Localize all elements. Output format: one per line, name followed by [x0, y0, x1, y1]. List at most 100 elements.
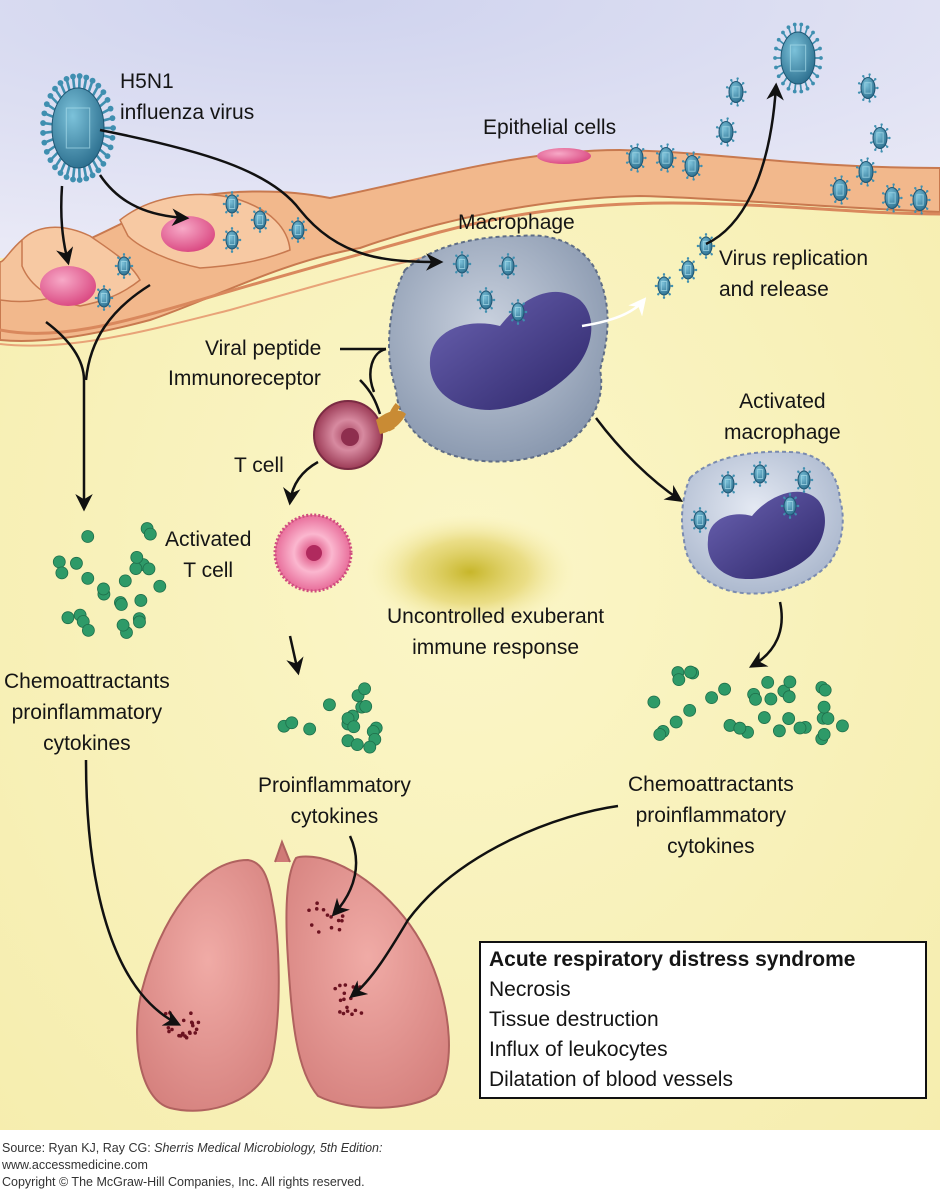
lesion-dot	[340, 918, 344, 923]
cytokine-dot	[153, 579, 167, 593]
activated-macrophage-label-line: macrophage	[724, 421, 841, 444]
cytokine-dot	[761, 675, 775, 689]
chemoattractants-right-label-line: Chemoattractants	[628, 773, 794, 796]
cytokine-dot	[363, 740, 377, 754]
cytokine-dot	[793, 721, 807, 735]
viral-peptide-label: Viral peptide	[205, 337, 322, 360]
virus-particle	[222, 227, 242, 253]
uncontrolled-response-label: Uncontrolled exuberant immune response	[387, 601, 604, 663]
lesion-dot	[333, 986, 337, 991]
epithelial-nucleus	[161, 216, 215, 252]
viral-peptide-leader	[369, 347, 387, 393]
cytokine-dot	[350, 738, 364, 752]
chemoattractants-left-label-line: cytokines	[43, 732, 131, 755]
virus-particle	[696, 233, 716, 259]
virus-particle	[690, 507, 710, 533]
lesion-dot	[342, 997, 346, 1002]
lesion-dot	[350, 1012, 354, 1017]
cytokine-dot	[764, 692, 778, 706]
replication-label-line: and release	[719, 278, 829, 301]
virus-to-epithelium-arrow	[98, 174, 190, 226]
virus-particle	[40, 73, 116, 183]
virus-particle	[625, 143, 647, 173]
lesion-dot	[353, 1008, 358, 1013]
cytokine-dot	[116, 618, 130, 632]
cytokine-dot	[669, 715, 683, 729]
cytokine-dot	[55, 566, 69, 580]
lesion-dot	[194, 1027, 199, 1032]
chemoattractants-right-label-line: cytokines	[667, 835, 755, 858]
virus-particle	[452, 251, 472, 277]
proinflammatory-center-label-line: cytokines	[290, 805, 379, 828]
lesion-dot	[340, 914, 345, 918]
cytokine-dot	[817, 700, 831, 714]
cytokine-dot	[142, 562, 156, 576]
t-cell-label: T cell	[234, 454, 284, 477]
lesion-dot	[321, 907, 326, 912]
cytokine-layer	[52, 522, 849, 754]
virus-particle	[773, 22, 823, 94]
ards-box: Acute respiratory distress syndrome Necr…	[479, 941, 927, 1099]
lesion-dot	[315, 901, 319, 906]
lesion-dot	[309, 923, 314, 927]
cytokine-dot	[782, 712, 796, 725]
cytokine-dot	[653, 728, 667, 741]
macrophage-release-arrow	[581, 297, 647, 328]
lesion-dot	[336, 918, 341, 923]
virus-particle	[288, 217, 308, 243]
lesion-dot	[170, 1027, 174, 1032]
lesion-dot	[359, 1011, 364, 1015]
virus-particle	[498, 253, 518, 279]
lesion-dot	[349, 996, 353, 1001]
cytokine-dot	[647, 695, 661, 709]
source-url: www.accessmedicine.com	[2, 1158, 148, 1172]
cytokine-dot	[783, 675, 797, 689]
lesion-dot	[342, 991, 347, 996]
copyright-line: Copyright © The McGraw-Hill Companies, I…	[2, 1175, 365, 1189]
virus-particle	[881, 183, 903, 213]
lesion-dot	[181, 1018, 186, 1023]
virus-particle	[869, 123, 891, 153]
lesion-dot	[191, 1023, 195, 1028]
virus-particle	[718, 471, 738, 497]
cytokine-dot	[323, 698, 336, 712]
ards-item: Influx of leukocytes	[489, 1038, 668, 1061]
proinflammatory-center-label: Proinflammatory cytokines	[258, 770, 411, 832]
cytokine-dot	[81, 623, 95, 637]
virus-particle	[654, 273, 674, 299]
ards-item: Necrosis	[489, 978, 571, 1001]
immunoreceptor-leader	[359, 379, 382, 415]
lesion-dot	[193, 1031, 198, 1035]
cytokine-dot	[347, 720, 361, 734]
activated-t-cell-label: Activated T cell	[165, 524, 251, 586]
lesion-dot	[345, 1005, 349, 1010]
chemoattractants-left-label-line: proinflammatory	[11, 701, 163, 724]
lesion-dot	[343, 983, 348, 987]
cytokine-dot	[705, 691, 718, 705]
cytokine-dot	[118, 574, 132, 588]
lesion-dot	[338, 998, 343, 1003]
epithelial-nucleus	[40, 266, 96, 306]
chemoattractants-left-label: Chemoattractants proinflammatory cytokin…	[4, 666, 170, 759]
macrophage-label: Macrophage	[458, 211, 575, 234]
activated-t-cell-label-line: T cell	[183, 559, 234, 582]
cytokine-dot	[134, 594, 148, 607]
epithelium-merge-line	[84, 283, 151, 381]
virus-particle	[655, 143, 677, 173]
virus-to-cell-arrow	[56, 185, 74, 266]
ards-item: Dilatation of blood vessels	[489, 1068, 733, 1091]
lesion-dot	[337, 927, 342, 932]
lesion-dot	[325, 913, 330, 917]
cytokines-to-lung-center-arrow	[331, 835, 358, 917]
activated-t-cell	[273, 513, 353, 593]
cytokine-dot	[672, 673, 686, 687]
lesion-dot	[338, 1010, 342, 1014]
lesion-dot	[189, 1011, 193, 1015]
lesion-dot	[167, 1029, 171, 1034]
lesion-dot	[168, 1011, 172, 1015]
virus-particle	[794, 467, 814, 493]
epithelial-label: Epithelial cells	[483, 116, 617, 139]
immune-response-glow	[365, 514, 575, 630]
